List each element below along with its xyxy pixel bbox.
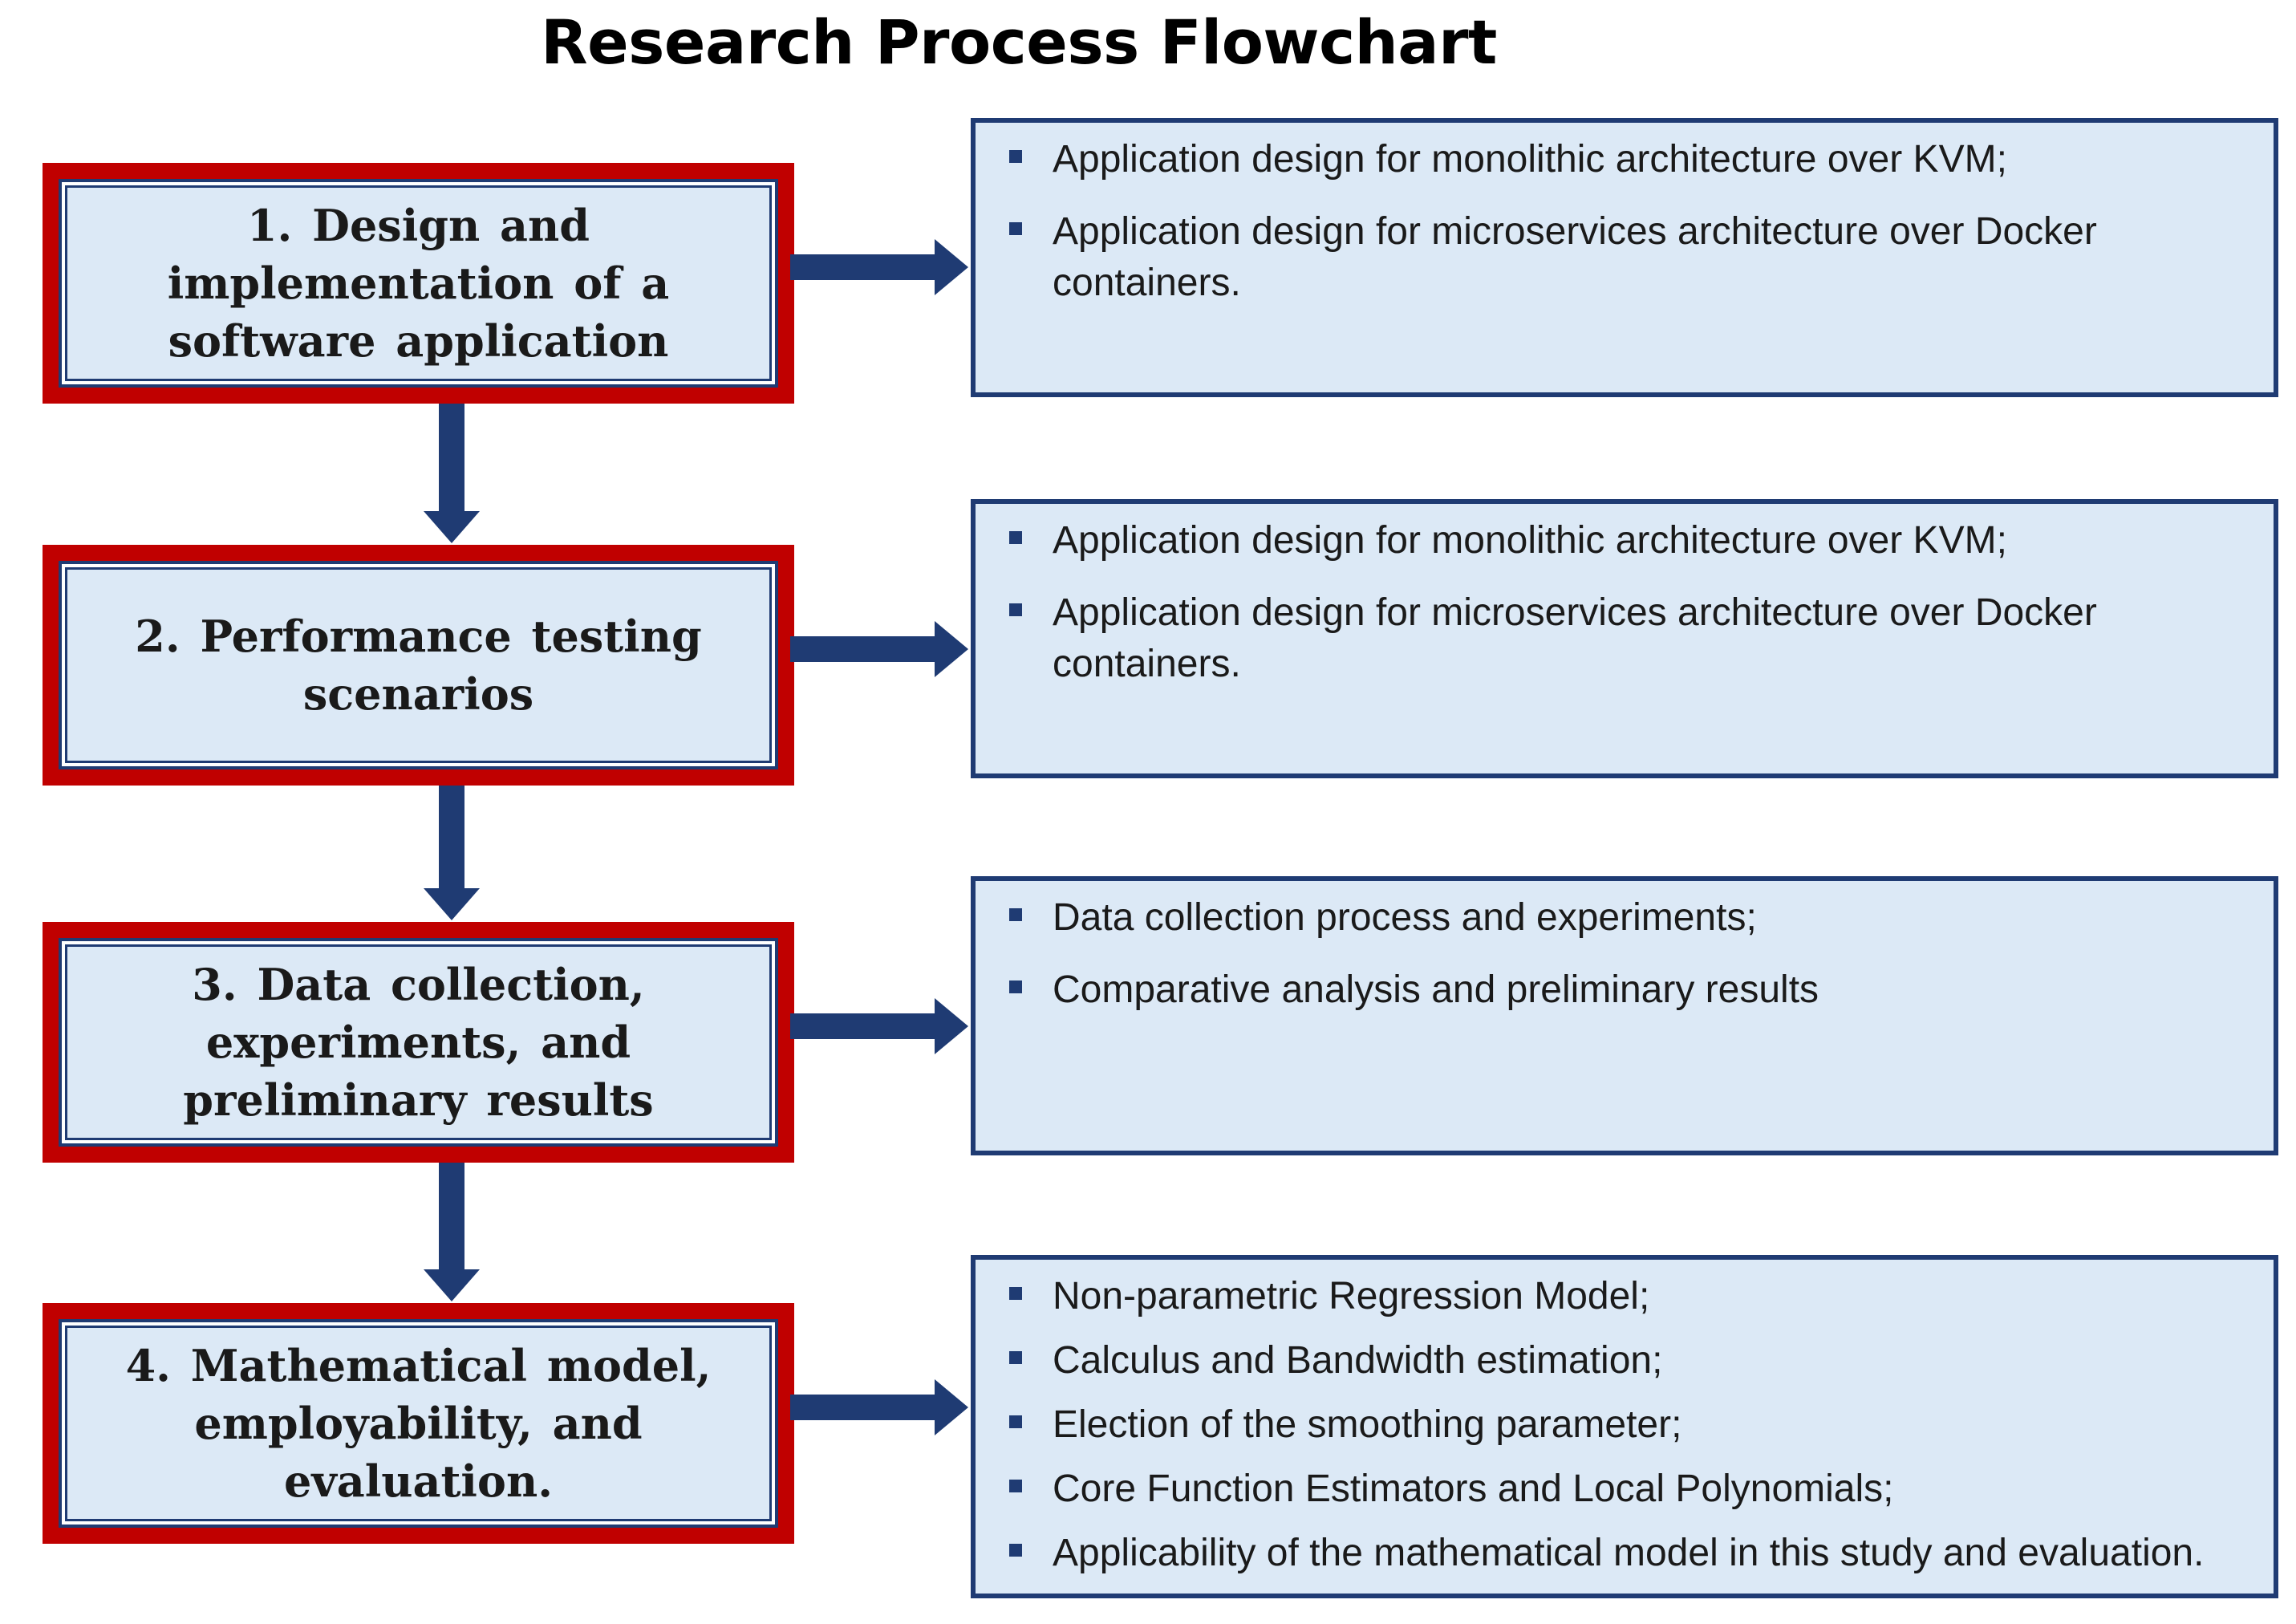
step-2-label: 2. Performance testing scenarios [135, 611, 702, 720]
detail-item: Non-parametric Regression Model; [1000, 1271, 2249, 1322]
step-1-inner: 1. Design and implementation of a softwa… [59, 179, 778, 388]
detail-item: Application design for microservices arc… [1000, 206, 2249, 309]
detail-item: Application design for microservices arc… [1000, 587, 2249, 690]
detail-item: Calculus and Bandwidth estimation; [1000, 1335, 2249, 1386]
right-arrow-icon [790, 621, 968, 677]
down-arrow-icon [424, 404, 480, 543]
step-1-label: 1. Design and implementation of a softwa… [167, 200, 670, 367]
bullet-icon [1009, 150, 1022, 163]
step-4-box: 4. Mathematical model, employability, an… [43, 1303, 794, 1544]
down-arrow-icon [424, 786, 480, 920]
right-arrow-icon [790, 239, 968, 295]
right-arrow-icon [790, 998, 968, 1054]
detail-item: Election of the smoothing parameter; [1000, 1399, 2249, 1451]
detail-item: Data collection process and experiments; [1000, 892, 2249, 944]
bullet-icon [1009, 1351, 1022, 1364]
detail-item: Applicability of the mathematical model … [1000, 1528, 2249, 1579]
step-4-label: 4. Mathematical model, employability, an… [125, 1340, 712, 1507]
right-arrow-icon [790, 1379, 968, 1435]
step-1-details: Application design for monolithic archit… [971, 118, 2278, 397]
bullet-icon [1009, 1480, 1022, 1492]
bullet-icon [1009, 531, 1022, 544]
bullet-icon [1009, 1287, 1022, 1300]
step-4-details: Non-parametric Regression Model; Calculu… [971, 1255, 2278, 1598]
step-4-inner: 4. Mathematical model, employability, an… [59, 1319, 778, 1528]
step-3-details: Data collection process and experiments;… [971, 876, 2278, 1155]
down-arrow-icon [424, 1163, 480, 1301]
detail-item: Application design for monolithic archit… [1000, 134, 2249, 185]
detail-item: Comparative analysis and preliminary res… [1000, 964, 2249, 1016]
bullet-icon [1009, 980, 1022, 993]
flowchart-title: Research Process Flowchart [541, 6, 1497, 78]
bullet-icon [1009, 603, 1022, 616]
step-3-inner: 3. Data collection, experiments, and pre… [59, 938, 778, 1147]
step-2-details: Application design for monolithic archit… [971, 499, 2278, 778]
bullet-icon [1009, 1544, 1022, 1557]
bullet-icon [1009, 222, 1022, 235]
bullet-icon [1009, 1415, 1022, 1428]
step-3-label: 3. Data collection, experiments, and pre… [183, 959, 654, 1126]
step-1-box: 1. Design and implementation of a softwa… [43, 163, 794, 404]
step-2-box: 2. Performance testing scenarios [43, 545, 794, 786]
detail-item: Core Function Estimators and Local Polyn… [1000, 1464, 2249, 1515]
detail-item: Application design for monolithic archit… [1000, 515, 2249, 566]
step-2-inner: 2. Performance testing scenarios [59, 561, 778, 769]
bullet-icon [1009, 908, 1022, 921]
step-3-box: 3. Data collection, experiments, and pre… [43, 922, 794, 1163]
